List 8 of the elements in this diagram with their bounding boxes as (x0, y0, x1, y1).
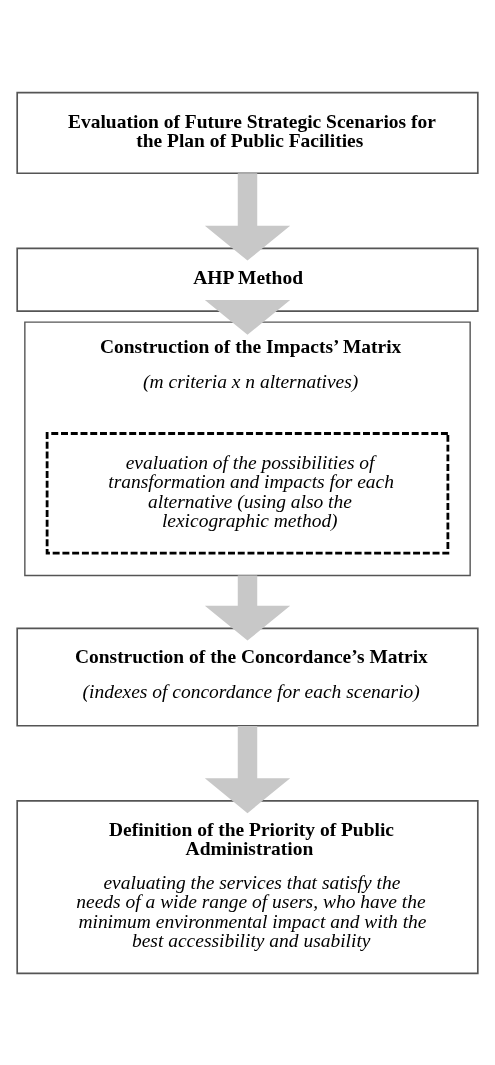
arrow (204, 725, 291, 813)
node-box: Definition of the Priority of Public Administration evaluating the services that satisfy the needs of a wide range of users, who have the minimum environmental impact and with the best accessibility and usability (16, 799, 479, 974)
node-box: Evaluation of Future Strategic Scenarios for the Plan of Public Facilities (16, 91, 479, 174)
arrow (204, 574, 291, 641)
arrow (204, 172, 291, 261)
arrow (204, 299, 291, 335)
node-box: Construction of the Concordance’s Matrix (indexes of concordance for each scenario) (16, 627, 479, 727)
node-box: evaluation of the possibilities of transformation and impacts for each alternative (using also the lexicographic method) (45, 431, 450, 555)
